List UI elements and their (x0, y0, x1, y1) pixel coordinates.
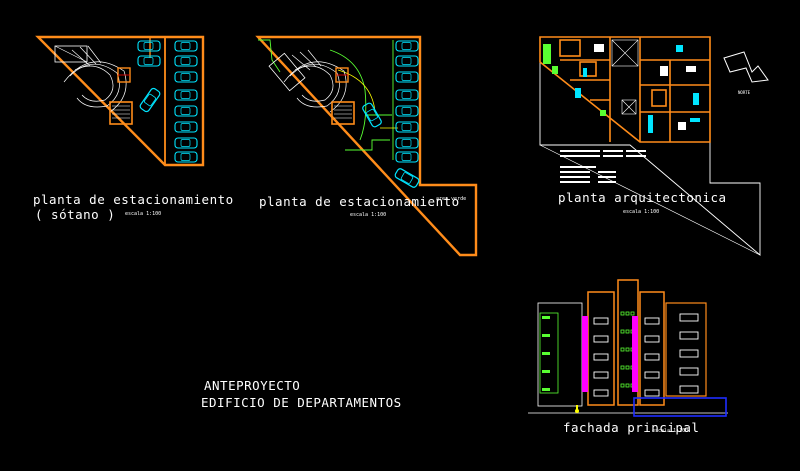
parked-car-icon (174, 137, 198, 149)
project-line-2: EDIFICIO DE DEPARTAMENTOS (201, 395, 402, 410)
basement-ramp (63, 45, 127, 113)
facade-title: fachada principal (563, 420, 699, 435)
parked-car-icon (137, 40, 161, 52)
parked-car-icon (395, 71, 419, 83)
facade-windows (593, 313, 699, 397)
floor-plan-scale: escala 1:100 (623, 209, 659, 215)
parked-car-icon (174, 55, 198, 67)
parked-car-icon (395, 151, 419, 163)
parked-car-icon (395, 137, 419, 149)
basement-scale: escala 1:100 (125, 211, 161, 217)
apartment-walls (539, 36, 711, 143)
parked-car-icon (395, 105, 419, 117)
north-label: NORTE (738, 90, 751, 95)
furniture (575, 45, 700, 133)
parked-car-icon (174, 105, 198, 117)
window (593, 389, 609, 397)
parked-car-icon (395, 121, 419, 133)
window (644, 371, 660, 379)
basement-parking-plan: planta de estacionamiento ( sótano ) esc… (33, 35, 234, 222)
window (644, 389, 660, 397)
parked-car-icon (395, 89, 419, 101)
parked-car-icon (174, 151, 198, 163)
parked-car-icon (174, 40, 198, 52)
window (679, 367, 699, 376)
parked-car-icon (174, 89, 198, 101)
window (593, 335, 609, 343)
ground-parking-title: planta de estacionamiento (259, 194, 460, 209)
architectural-floor-plan: NORTE planta arquitectonica escala 1:100 (539, 36, 769, 256)
parked-car-icon (395, 40, 419, 52)
basement-cars (137, 40, 198, 163)
parked-car-icon (395, 55, 419, 67)
basement-maneuvering-car (139, 87, 161, 113)
window (679, 349, 699, 358)
window (679, 385, 699, 394)
parked-car-icon (137, 55, 161, 67)
ground-parking-scale: escala 1:100 (350, 212, 386, 218)
window (593, 353, 609, 361)
parked-car-icon (174, 71, 198, 83)
basement-subtitle: ( sótano ) (35, 207, 115, 222)
facade-scale: escala 1:100 (652, 428, 688, 434)
floor-plan-title: planta arquitectonica (558, 190, 727, 205)
ground-parking-plan: planta de estacionamiento escala 1:100 a… (255, 35, 478, 257)
ground-parking-outline (255, 35, 478, 257)
window (679, 313, 699, 322)
green-area (258, 39, 394, 160)
site-boundary (539, 36, 761, 256)
window (593, 371, 609, 379)
ground-corner-car (394, 168, 420, 188)
facade-elevation: fachada principal escala 1:100 (528, 279, 728, 435)
window (593, 317, 609, 325)
project-line-1: ANTEPROYECTO (204, 378, 300, 393)
window (644, 353, 660, 361)
window (644, 335, 660, 343)
basement-title: planta de estacionamiento (33, 192, 234, 207)
ground-cars (395, 40, 419, 163)
parked-car-icon (174, 121, 198, 133)
area-table (560, 150, 646, 183)
green-area-label: area verde (436, 196, 466, 202)
facade-balcony-plants (542, 311, 635, 391)
ground-maneuvering-car (362, 102, 382, 128)
ground-ramp (283, 49, 347, 113)
window (679, 331, 699, 340)
north-arrow-icon (723, 51, 769, 83)
window (644, 317, 660, 325)
